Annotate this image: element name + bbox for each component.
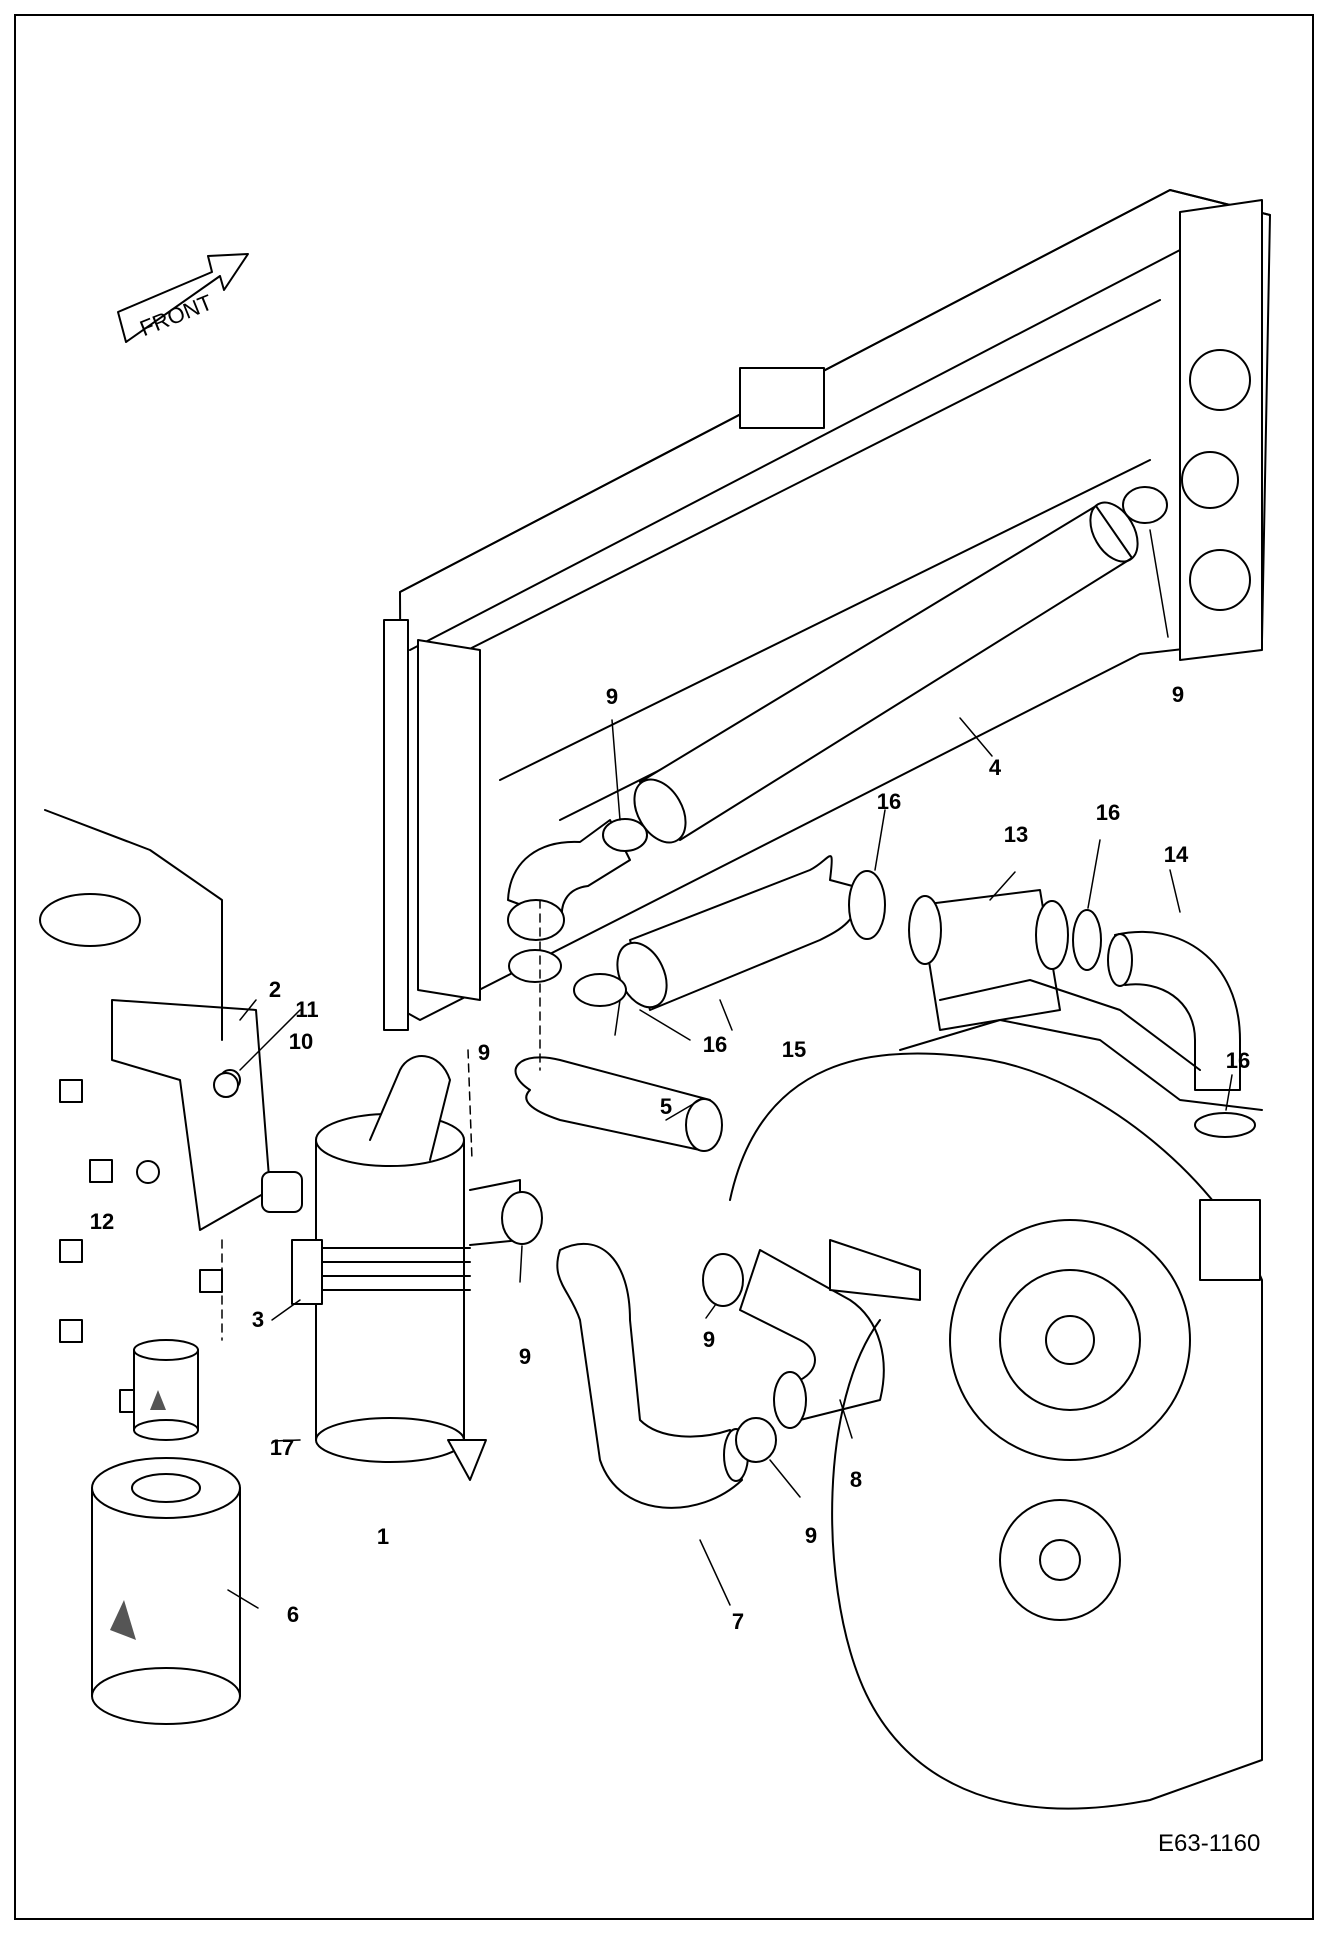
callout-14: 14	[1163, 842, 1189, 867]
elbow-8	[739, 1239, 921, 1429]
filter-element-6	[91, 1457, 241, 1725]
callout-4: 4	[988, 755, 1002, 780]
part-11	[213, 1072, 239, 1098]
hose-15	[616, 855, 861, 1011]
hose-4	[633, 501, 1139, 844]
drawing-frame	[14, 14, 1314, 1920]
callout-9-b: 9	[1171, 682, 1185, 707]
callout-9-a: 9	[605, 684, 619, 709]
callout-16-b: 16	[1095, 800, 1121, 825]
engine-flywheel	[729, 979, 1263, 1810]
connector-13	[908, 889, 1069, 1031]
callout-6: 6	[286, 1602, 300, 1627]
small-parts	[136, 1072, 303, 1213]
air-cleaner-1	[291, 1055, 521, 1481]
callout-2: 2	[268, 977, 282, 1002]
callout-11: 11	[295, 997, 319, 1022]
callout-17: 17	[269, 1435, 295, 1460]
clamp-9-upper-left	[602, 818, 648, 852]
clamp-16-left	[573, 973, 627, 1007]
drawing-number: E63-1160	[1158, 1830, 1261, 1857]
clamp-9-hose7	[735, 1417, 777, 1463]
callout-7: 7	[731, 1609, 745, 1634]
callout-5: 5	[659, 1094, 673, 1119]
hose-5	[514, 1056, 723, 1152]
callout-13: 13	[1003, 822, 1029, 847]
callout-1: 1	[376, 1524, 390, 1549]
callout-12: 12	[89, 1209, 115, 1234]
front-direction-arrow: FRONT	[117, 253, 249, 343]
part-10	[261, 1171, 303, 1213]
callout-9-e: 9	[702, 1327, 716, 1352]
callout-3: 3	[251, 1307, 265, 1332]
hose-clamps	[501, 486, 1256, 1463]
callout-16-c: 16	[702, 1032, 728, 1057]
intake-elbow	[507, 819, 631, 941]
callout-8: 8	[849, 1467, 863, 1492]
clamp-9-top-right	[1122, 486, 1168, 524]
clamp-9-filter-outlet	[501, 1191, 543, 1245]
filter-element-17	[133, 1339, 199, 1441]
radiator-frame	[383, 189, 1271, 1031]
mounting-bracket-2	[111, 999, 271, 1231]
clamp-16-mid	[848, 870, 886, 940]
engine-housing-left	[39, 809, 223, 1413]
callout-9-f: 9	[804, 1523, 818, 1548]
callout-9-c: 9	[477, 1040, 491, 1065]
part-12	[136, 1160, 160, 1184]
callout-16-d: 16	[1225, 1048, 1251, 1073]
callout-15: 15	[781, 1037, 807, 1062]
clamp-16-far-right	[1194, 1112, 1256, 1138]
clamp-9-hose5	[702, 1253, 744, 1307]
hose-14	[1107, 930, 1241, 1091]
clamp-16-right	[1072, 909, 1102, 971]
leader-lines	[221, 529, 1233, 1609]
callout-16-a: 16	[876, 789, 902, 814]
callout-10: 10	[288, 1029, 314, 1054]
callout-9-d: 9	[518, 1344, 532, 1369]
clamp-9-left	[508, 949, 562, 983]
